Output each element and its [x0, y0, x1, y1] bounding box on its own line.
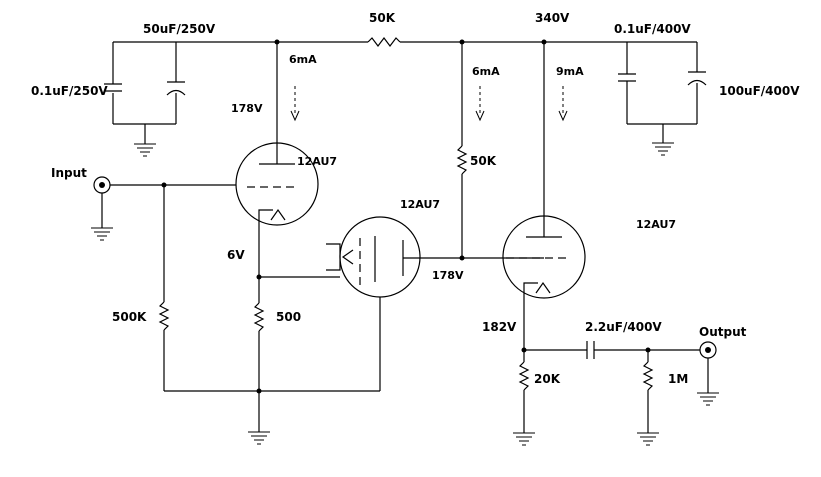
- resistor-plate-50k: [456, 42, 468, 258]
- junction-dot: [256, 388, 262, 394]
- input-jack: [93, 176, 236, 228]
- label-output: Output: [699, 325, 747, 339]
- output-jack: [699, 341, 717, 393]
- ground-input: [91, 227, 113, 241]
- current-arrow-res50k: [475, 86, 485, 122]
- label-current-tube1: 6mA: [289, 53, 317, 66]
- ground-output-resistor: [637, 432, 659, 446]
- label-voltage-plate2: 178V: [432, 269, 464, 282]
- ground-supply-right: [652, 142, 674, 156]
- label-res-cathode: 500: [276, 310, 301, 324]
- label-cap-supply-left-small: 0.1uF/250V: [31, 84, 108, 98]
- label-res-grid: 500K: [112, 310, 147, 324]
- label-current-tube3: 9mA: [556, 65, 584, 78]
- capacitor-supply-left-small: [104, 83, 122, 92]
- label-cap-supply-left-large: 50uF/250V: [143, 22, 216, 36]
- current-arrow-tube3: [558, 86, 568, 122]
- ground-output: [697, 392, 719, 406]
- tube-2: [326, 216, 544, 391]
- label-input: Input: [51, 166, 87, 180]
- label-current-res50k: 6mA: [472, 65, 500, 78]
- resistor-output-1m: [642, 350, 654, 433]
- ground-supply-left: [134, 143, 156, 157]
- resistor-grid-500k: [158, 185, 380, 392]
- label-tube2: 12AU7: [400, 198, 440, 211]
- tube-1: [235, 142, 319, 227]
- capacitor-output: [586, 341, 595, 359]
- supply-filter-right: [626, 42, 698, 143]
- junction-dot: [256, 274, 262, 280]
- label-voltage-cathode3: 182V: [482, 320, 517, 334]
- junction-dot: [459, 255, 465, 261]
- label-res-cathode3: 20K: [534, 372, 561, 386]
- label-tube3: 12AU7: [636, 218, 676, 231]
- current-arrow-tube1: [290, 86, 300, 122]
- resistor-cathode3-20k: [518, 361, 530, 433]
- label-res-supply: 50K: [369, 11, 396, 25]
- label-tube1: 12AU7: [297, 155, 337, 168]
- label-cap-supply-right-large: 100uF/400V: [719, 84, 800, 98]
- junction-dot: [521, 347, 527, 353]
- capacitor-supply-right-large: [687, 71, 707, 86]
- ground-cathode: [248, 431, 270, 445]
- label-res-plate: 50K: [470, 154, 497, 168]
- ground-cathode3: [513, 432, 535, 446]
- supply-filter-left: [112, 41, 368, 144]
- label-cap-output: 2.2uF/400V: [585, 320, 662, 334]
- label-cap-supply-right-small: 0.1uF/400V: [614, 22, 691, 36]
- capacitor-supply-left-large: [166, 81, 186, 96]
- label-voltage-plate1: 178V: [231, 102, 263, 115]
- resistor-cathode-500: [253, 227, 265, 432]
- capacitor-supply-right-small: [618, 73, 636, 82]
- label-voltage-cathode1: 6V: [227, 248, 245, 262]
- resistor-supply-50k: [367, 37, 697, 47]
- label-res-output: 1M: [668, 372, 688, 386]
- tube-3: [502, 215, 586, 300]
- label-voltage-supply: 340V: [535, 11, 570, 25]
